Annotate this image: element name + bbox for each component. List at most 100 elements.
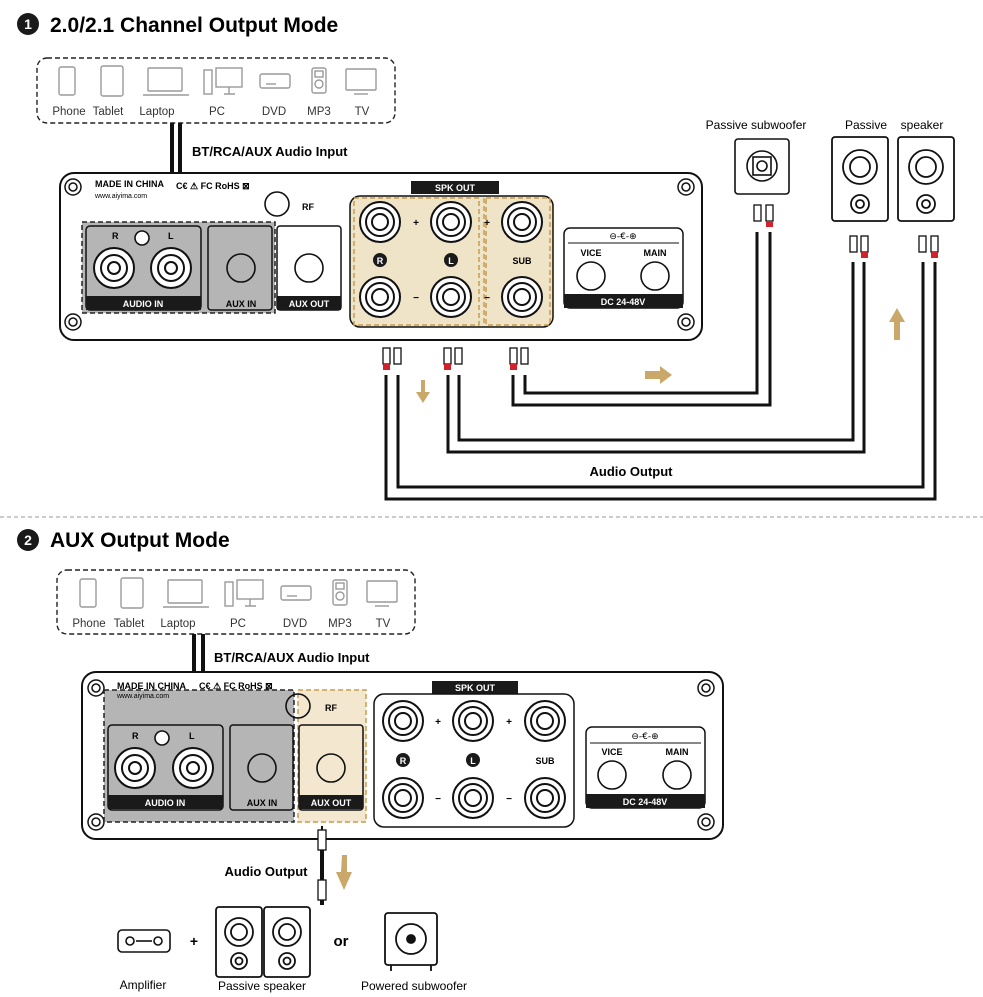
aux-in-block-2 xyxy=(229,724,294,811)
device-label-laptop: Laptop xyxy=(139,106,174,118)
aux-in-port-2 xyxy=(247,753,277,783)
website-label: www.aiyima.com xyxy=(94,193,147,200)
mp3-icon-2 xyxy=(332,579,348,606)
passive-speaker-left-icon xyxy=(831,136,889,222)
audio-in-label-2: AUDIO IN xyxy=(145,798,186,808)
spk-r-badge xyxy=(373,253,387,267)
aux-out-tag-2 xyxy=(299,795,363,809)
section1-number-badge xyxy=(17,13,39,35)
device-label-tablet-2: Tablet xyxy=(114,618,145,630)
pc-icon xyxy=(203,67,243,95)
dvd-icon-2 xyxy=(280,585,312,601)
phone-icon xyxy=(58,66,76,96)
spk-r-badge-2 xyxy=(396,753,410,767)
device-label-dvd: DVD xyxy=(262,106,286,118)
aux-in-port xyxy=(226,253,256,283)
rf-antenna-port xyxy=(264,191,290,217)
aux-out-block-2 xyxy=(298,724,364,811)
spk-l-badge-text-2: L xyxy=(470,756,476,766)
spk-out-label: SPK OUT xyxy=(435,183,476,193)
main-label: MAIN xyxy=(644,248,667,258)
rca-r-jack-2 xyxy=(114,747,156,789)
rca-l-jack xyxy=(150,247,192,289)
source-devices-box-2 xyxy=(56,569,416,635)
minus-sign-3: − xyxy=(435,794,441,805)
flow-arrows xyxy=(416,308,905,403)
aux-in-block xyxy=(207,225,273,311)
aux-out-label-2: AUX OUT xyxy=(311,798,352,808)
source-devices-box xyxy=(36,57,396,124)
flow-arrow-down-2 xyxy=(336,855,352,890)
spk-r-minus-terminal-2 xyxy=(382,777,424,819)
ground-screw-icon-2 xyxy=(154,730,170,746)
spk-l-plus-terminal xyxy=(430,201,472,243)
certification-marks-2: C€ ⚠ FC RoHS ⊠ xyxy=(199,681,273,691)
speaker-plugs xyxy=(382,204,939,365)
aux-in-label: AUX IN xyxy=(226,299,257,309)
audio-output-label: Audio Output xyxy=(589,464,673,479)
section2-number: 2 xyxy=(24,532,32,548)
aux-output-cable xyxy=(317,826,327,905)
passive-speaker-pair-icon xyxy=(215,906,311,978)
rf-antenna-port-2 xyxy=(285,693,311,719)
phone-icon-2 xyxy=(79,578,97,608)
spk-out-tag-2 xyxy=(432,681,518,694)
made-in-label: MADE IN CHINA xyxy=(95,179,164,189)
dc-vice-port-2 xyxy=(597,760,627,790)
tablet-icon-2 xyxy=(120,577,144,609)
device-label-pc-2: PC xyxy=(230,618,246,630)
spk-sub-plus-terminal-2 xyxy=(524,700,566,742)
minus-sign-4: − xyxy=(506,794,512,805)
passive-subwoofer-icon xyxy=(734,138,790,195)
audio-in-tag-2 xyxy=(108,795,223,809)
section1-number: 1 xyxy=(24,16,32,32)
aux-out-port-2 xyxy=(316,753,346,783)
aux-out-label: AUX OUT xyxy=(289,299,330,309)
plus-sign-2: + xyxy=(484,218,490,229)
powered-subwoofer-icon xyxy=(384,912,438,971)
section1-title: 2.0/2.1 Channel Output Mode xyxy=(50,14,338,37)
audio-output-label-2: Audio Output xyxy=(224,864,308,879)
spk-r-minus-terminal xyxy=(359,276,401,318)
amplifier-label: Amplifier xyxy=(120,978,167,992)
audio-in-l-label-2: L xyxy=(189,731,195,741)
rca-r-jack xyxy=(93,247,135,289)
audio-in-l-label: L xyxy=(168,231,174,241)
mp3-icon xyxy=(311,67,327,94)
device-label-mp3-2: MP3 xyxy=(328,618,352,630)
spk-r-badge-text-2: R xyxy=(400,756,407,766)
dc-label: DC 24-48V xyxy=(601,297,646,307)
panel-screws xyxy=(64,178,695,331)
amplifier-icon xyxy=(117,929,171,953)
main-label-2: MAIN xyxy=(666,747,689,757)
device-label-tv: TV xyxy=(355,106,370,118)
audio-in-tag xyxy=(86,296,201,310)
rca-l-jack-2 xyxy=(172,747,214,789)
website-label-2: www.aiyima.com xyxy=(116,693,169,700)
passive-speaker-label-2: Passive speaker xyxy=(218,979,306,993)
passive-speaker-label-b: speaker xyxy=(901,118,944,132)
plus-sign-4: + xyxy=(506,717,512,728)
ground-screw-icon xyxy=(134,230,150,246)
dc-tag xyxy=(564,294,683,308)
laptop-icon xyxy=(143,67,189,96)
section2: 2 AUX Output Mode Phone Tablet Laptop PC… xyxy=(17,529,724,993)
spk-sub-label-2: SUB xyxy=(535,756,555,766)
audio-in-label: AUDIO IN xyxy=(123,299,164,309)
device-label-pc: PC xyxy=(209,106,225,118)
spk-l-badge-text: L xyxy=(448,256,454,266)
minus-sign-1: − xyxy=(413,293,419,304)
dc-tag-2 xyxy=(586,794,705,808)
rf-label-2: RF xyxy=(325,703,337,713)
tv-icon-2 xyxy=(366,580,398,607)
flow-arrow-down xyxy=(416,380,430,403)
dc-main-port-2 xyxy=(662,760,692,790)
spk-sub-label: SUB xyxy=(512,256,532,266)
minus-sign-2: − xyxy=(484,293,490,304)
aux-out-tag xyxy=(277,296,341,310)
dvd-icon xyxy=(259,73,291,89)
tablet-icon xyxy=(100,65,124,97)
spk-out-tag xyxy=(411,181,499,194)
rf-label: RF xyxy=(302,202,314,212)
device-label-dvd-2: DVD xyxy=(283,618,307,630)
